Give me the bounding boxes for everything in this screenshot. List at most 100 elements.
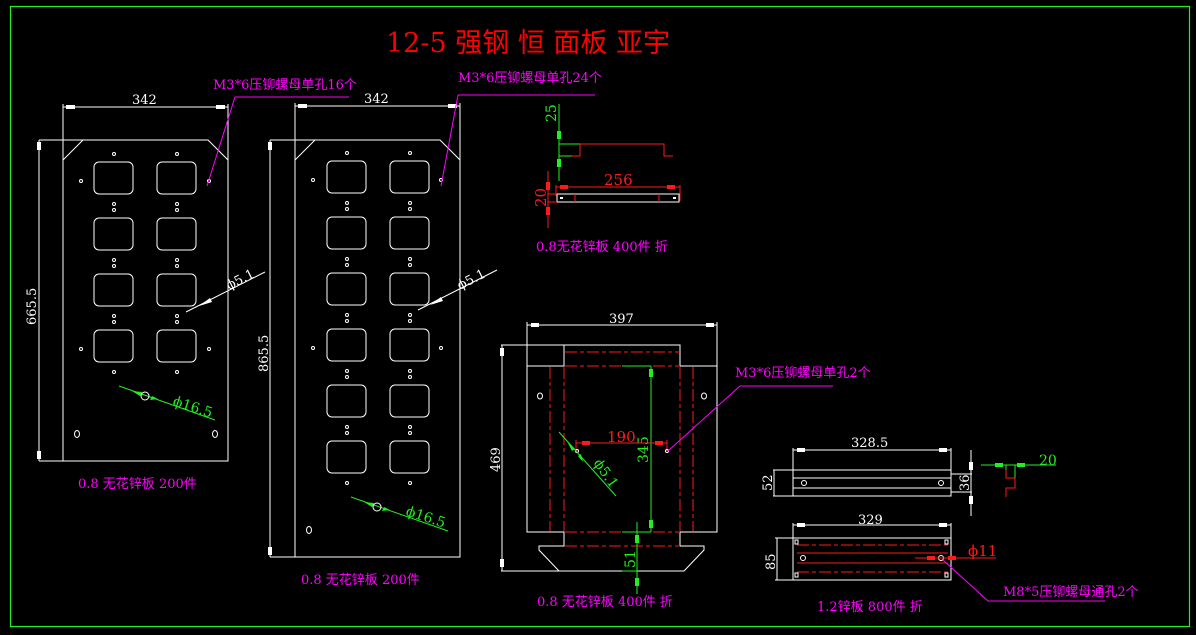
bracket-b-hole-label: ϕ11	[968, 542, 997, 560]
cutout	[93, 273, 134, 307]
bracket-b: 329 85 ϕ11 M8*5压铆螺母通孔2个 1.2锌板 800件 折	[764, 513, 1139, 615]
bracket-a-profile-label: 20	[1039, 453, 1057, 469]
panel-a-caption: 0.8 无花锌板 200件	[78, 476, 197, 492]
bracket-b-height-label: 85	[764, 553, 779, 570]
panel-b-height-label: 865.5	[257, 335, 272, 372]
cutout	[93, 161, 134, 195]
frame-height-label: 469	[489, 447, 504, 472]
strip-caption: 0.8无花锌板 400件 折	[536, 239, 668, 255]
cutout	[326, 160, 367, 194]
frame-hole-spacing-label: 190	[607, 428, 636, 446]
rivet-hole	[345, 319, 349, 323]
rivet-hole	[345, 257, 349, 261]
bracket-a-height-label: 52	[761, 474, 776, 491]
rivet-hole	[345, 313, 349, 317]
rivet-hole	[408, 201, 412, 205]
frame-callout: M3*6压铆螺母单孔2个	[735, 366, 871, 381]
panel-a-width-label: 342	[132, 93, 157, 108]
rivet-hole	[345, 481, 349, 485]
rivet-hole	[408, 207, 412, 211]
frame-part: 397 469 345 190	[489, 312, 871, 610]
cutout	[156, 329, 197, 363]
rivet-hole	[345, 375, 349, 379]
arrow-icon	[298, 104, 307, 108]
cutout	[389, 160, 430, 194]
cutout	[156, 273, 197, 307]
side-hole	[79, 347, 83, 351]
rivet-hole	[345, 431, 349, 435]
frame-outline	[526, 344, 718, 572]
rivet-hole	[175, 208, 179, 212]
side-hole	[79, 179, 83, 183]
rivet-hole	[112, 314, 116, 318]
side-hole	[207, 347, 211, 351]
rivet-hole	[112, 152, 116, 156]
rivet-hole	[408, 263, 412, 267]
panel-a-big-hole-dim: ϕ16.5	[171, 394, 215, 422]
strip-body	[556, 193, 680, 203]
arrow-icon	[216, 105, 225, 109]
bracket-b-caption: 1.2锌板 800件 折	[817, 600, 923, 615]
panel-a: 342 665.5 M3*6压铆螺母单孔16个 ϕ5.1 ϕ16.5 0.8 无…	[25, 78, 357, 492]
panel-a-outline	[39, 139, 229, 462]
panel-b-callout-leader	[440, 94, 595, 187]
cutout	[93, 329, 134, 363]
rivet-hole	[345, 201, 349, 205]
bracket-a-inner-label: 36	[958, 474, 973, 491]
rivet-hole	[408, 431, 412, 435]
rivet-hole	[408, 425, 412, 429]
cutout	[389, 216, 430, 250]
frame-inner-height-label: 345	[636, 436, 652, 463]
strip-top-height-label: 25	[544, 104, 560, 122]
panel-a-callout-leader	[206, 96, 349, 187]
arrow-icon	[66, 105, 75, 109]
frame-width-label: 397	[609, 312, 634, 327]
rivet-hole	[175, 320, 179, 324]
cutout	[326, 328, 367, 362]
rivet-hole	[345, 263, 349, 267]
rivet-hole	[112, 320, 116, 324]
rivet-hole	[175, 152, 179, 156]
cutout	[389, 384, 430, 418]
rivet-hole	[408, 369, 412, 373]
cutout	[326, 216, 367, 250]
cutout	[389, 440, 430, 474]
arrow-icon	[268, 547, 272, 555]
rivet-hole	[345, 425, 349, 429]
panel-b-outline	[270, 139, 461, 558]
rivet-hole	[408, 151, 412, 155]
cutout	[389, 328, 430, 362]
frame-hole-dim-label: ϕ5.1	[590, 456, 621, 491]
cutout	[156, 161, 197, 195]
panel-b-caption: 0.8 无花锌板 200件	[301, 572, 420, 588]
bracket-a: 328.5 52 36 20	[761, 436, 1057, 516]
rivet-hole	[408, 313, 412, 317]
strip-length-label: 256	[604, 171, 633, 189]
rivet-hole	[175, 202, 179, 206]
rivet-hole	[345, 369, 349, 373]
rivet-hole	[175, 314, 179, 318]
bracket-b-callout-leader	[942, 559, 1105, 602]
side-hole	[439, 346, 443, 350]
side-hole	[311, 178, 315, 182]
arrow-icon	[37, 142, 41, 150]
panel-a-callout: M3*6压铆螺母单孔16个	[213, 78, 357, 93]
panel-b-big-hole-dim: ϕ16.5	[404, 504, 448, 532]
drawing-frame	[9, 5, 1191, 628]
rivet-hole	[408, 375, 412, 379]
arrow-icon	[448, 104, 457, 108]
bracket-b-length-label: 329	[858, 513, 883, 528]
cutout	[389, 272, 430, 306]
bracket-a-length-label: 328.5	[851, 436, 888, 451]
arrow-icon	[37, 451, 41, 459]
panel-a-small-hole-dim: ϕ5.1	[224, 267, 257, 294]
rivet-hole	[112, 370, 116, 374]
cutout	[326, 440, 367, 474]
rivet-hole	[408, 319, 412, 323]
rivet-hole	[345, 207, 349, 211]
cutout	[156, 217, 197, 251]
bracket-b-callout: M8*5压铆螺母通孔2个	[1003, 585, 1139, 600]
strip-part: 25 256 20 0.8无花锌板 400件 折	[532, 104, 681, 255]
rivet-hole	[175, 370, 179, 374]
